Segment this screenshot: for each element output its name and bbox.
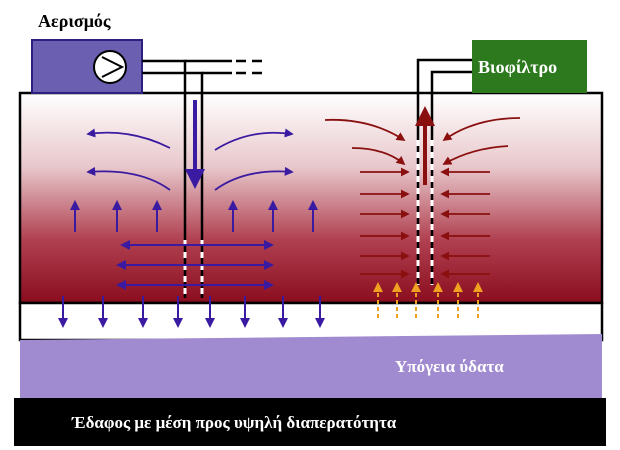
capillary-fringe bbox=[18, 301, 604, 342]
extraction-curved-arrows bbox=[324, 117, 521, 166]
extraction-lateral-arrows bbox=[360, 167, 490, 279]
groundwater-layer bbox=[20, 334, 602, 398]
biofilter-label: Βιοφίλτρο bbox=[478, 57, 557, 77]
pump-icon bbox=[93, 50, 127, 84]
aeration-pipe bbox=[142, 59, 268, 298]
soil-label: Έδαφος με μέση προς υψηλή διαπερατότητα bbox=[71, 413, 397, 432]
contaminated-soil-zone bbox=[18, 91, 604, 305]
injection-down-arrows bbox=[58, 296, 325, 328]
injection-curved-arrows bbox=[86, 128, 294, 191]
aeration-label: Αερισμός bbox=[38, 11, 111, 31]
biofilter-unit bbox=[472, 40, 587, 93]
groundwater-label: Υπόγεια ύδατα bbox=[395, 357, 504, 376]
injection-lateral-arrows bbox=[116, 240, 274, 290]
injection-up-arrows bbox=[70, 200, 318, 232]
extraction-well-screen bbox=[416, 140, 434, 285]
volatilization-arrows bbox=[373, 282, 483, 318]
base-soil-layer bbox=[14, 398, 606, 446]
